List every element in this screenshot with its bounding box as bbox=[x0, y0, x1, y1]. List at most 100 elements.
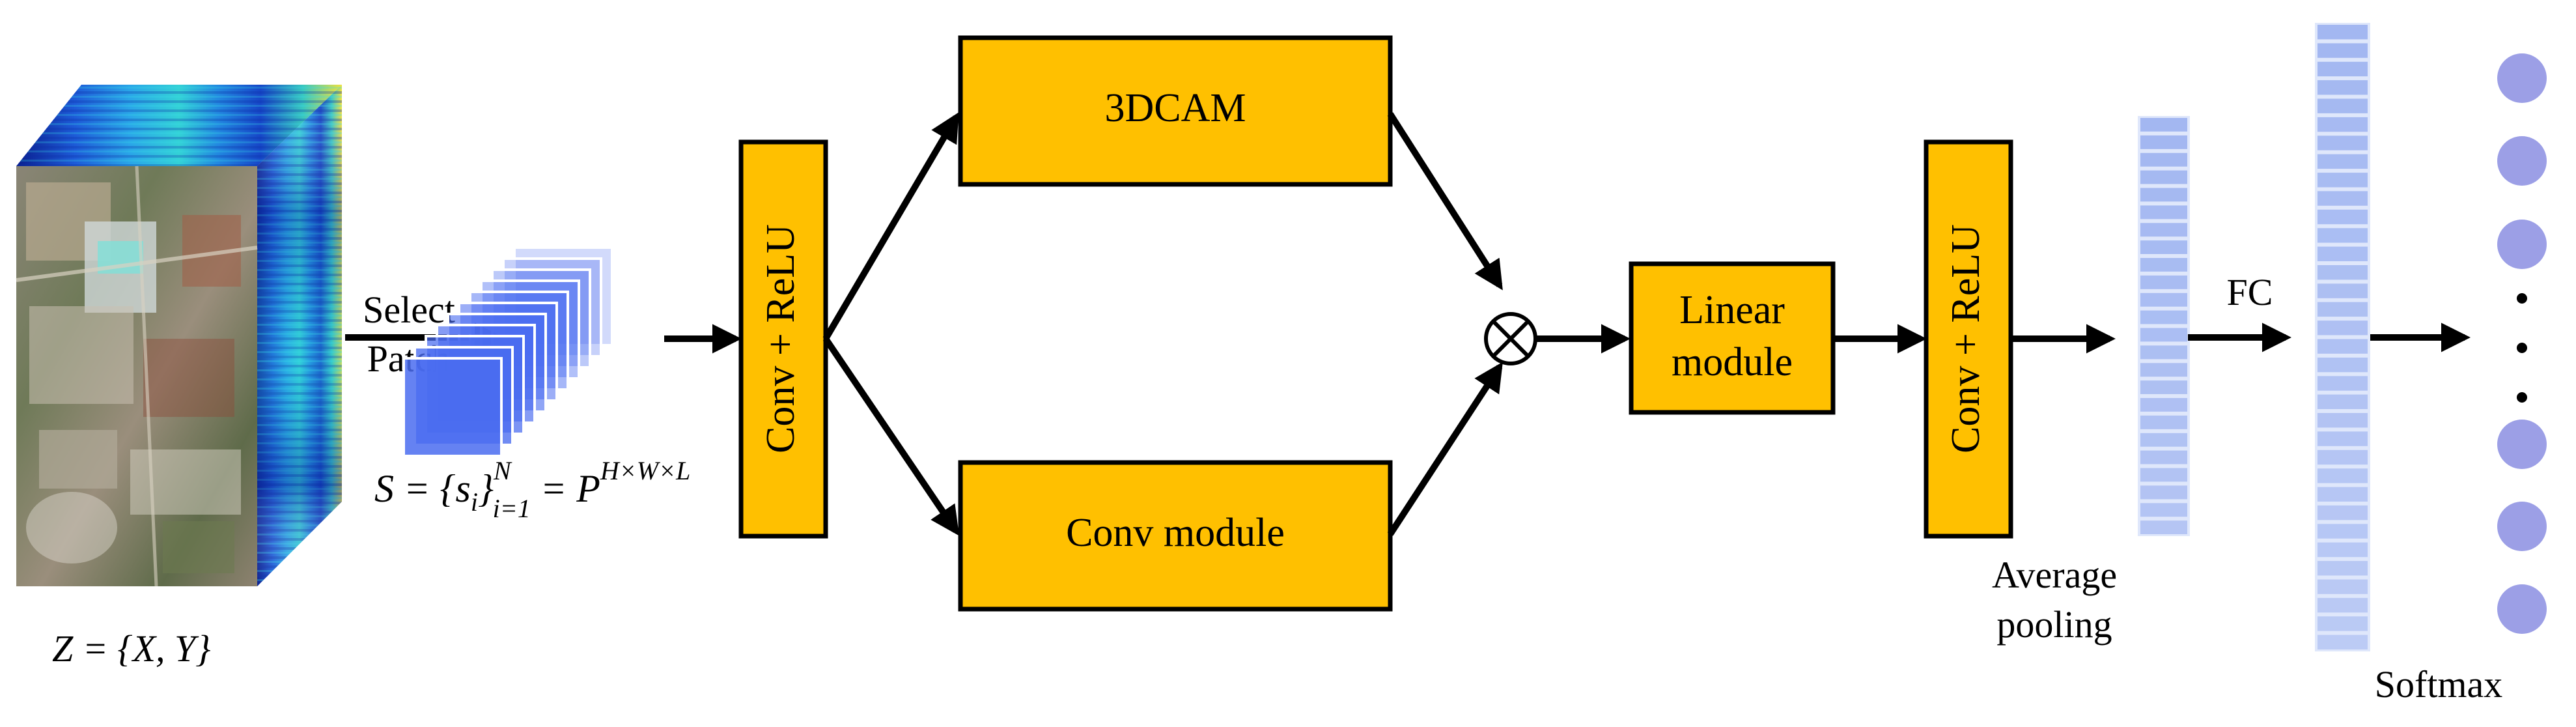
fc-cell bbox=[2317, 61, 2368, 77]
ellipsis-dot bbox=[2517, 293, 2527, 304]
formula-mid: = P bbox=[531, 467, 600, 510]
fc-cell bbox=[2317, 135, 2368, 150]
ellipsis-dot bbox=[2517, 343, 2527, 353]
fc-cell bbox=[2317, 394, 2368, 409]
formula-sub-range: i=1 bbox=[493, 494, 531, 523]
pooling-cell bbox=[2140, 118, 2187, 132]
fc-cell bbox=[2317, 43, 2368, 58]
fc-cell bbox=[2317, 616, 2368, 631]
cam-block bbox=[958, 35, 1393, 187]
linear-label-line2: module bbox=[1672, 340, 1793, 384]
dataset-formula: Z = {X, Y} bbox=[52, 627, 210, 670]
pooling-cell bbox=[2140, 275, 2187, 289]
pooling-frame bbox=[2138, 116, 2190, 536]
pooling-cell bbox=[2140, 503, 2187, 517]
linear-module-block bbox=[1629, 261, 1836, 415]
fc-cell bbox=[2317, 505, 2368, 520]
aerial-image bbox=[16, 165, 258, 587]
arrow-to-3dcam bbox=[822, 112, 959, 341]
fc-cell bbox=[2317, 302, 2368, 317]
fc-cell bbox=[2317, 173, 2368, 188]
arrow-to-conv-module bbox=[822, 337, 960, 536]
fc-cell bbox=[2317, 80, 2368, 95]
pooling-cell bbox=[2140, 152, 2187, 167]
fc-cell bbox=[2317, 449, 2368, 465]
fc-cell bbox=[2317, 117, 2368, 132]
fc-cell bbox=[2317, 154, 2368, 169]
pooling-cell bbox=[2140, 520, 2187, 534]
average-pooling-vector bbox=[2138, 116, 2190, 536]
fc-cell bbox=[2317, 98, 2368, 113]
output-node bbox=[2497, 420, 2547, 469]
pooling-cell bbox=[2140, 450, 2187, 464]
pooling-cell bbox=[2140, 433, 2187, 447]
ellipsis-dot bbox=[2517, 392, 2527, 403]
fc-vector bbox=[2315, 23, 2370, 651]
pooling-cell bbox=[2140, 468, 2187, 482]
fc-label: FC bbox=[2227, 271, 2273, 313]
pooling-cell bbox=[2140, 485, 2187, 500]
output-node bbox=[2497, 584, 2547, 634]
multiply-icon bbox=[1484, 312, 1537, 365]
fc-cell bbox=[2317, 524, 2368, 539]
pooling-cell bbox=[2140, 363, 2187, 377]
avg-pooling-label-line1: Average bbox=[1992, 554, 2117, 596]
fc-cell bbox=[2317, 413, 2368, 428]
pooling-cell bbox=[2140, 135, 2187, 149]
formula-sup-n: N bbox=[493, 456, 512, 485]
fc-cell bbox=[2317, 357, 2368, 373]
fc-cell bbox=[2317, 634, 2368, 649]
fc-cell bbox=[2317, 25, 2368, 40]
formula-close: } bbox=[478, 467, 494, 510]
formula-sup-dims: H×W×L bbox=[600, 456, 690, 485]
formula-s-main: S = {s bbox=[374, 467, 471, 510]
softmax-output-nodes bbox=[2497, 53, 2547, 634]
pooling-cell bbox=[2140, 328, 2187, 342]
fc-cell bbox=[2317, 542, 2368, 558]
output-node bbox=[2497, 136, 2547, 186]
arrow-3dcam-multiply bbox=[1387, 112, 1503, 291]
fc-cell bbox=[2317, 339, 2368, 354]
arrow-convmodule-multiply bbox=[1387, 362, 1503, 536]
output-node bbox=[2497, 502, 2547, 551]
pooling-cell bbox=[2140, 345, 2187, 360]
fc-cell bbox=[2317, 468, 2368, 483]
fc-cell bbox=[2317, 487, 2368, 502]
conv-relu-label-2: Conv + ReLU bbox=[1944, 224, 1988, 453]
pooling-cell bbox=[2140, 292, 2187, 307]
fc-cell bbox=[2317, 283, 2368, 298]
linear-label-line1: Linear bbox=[1679, 288, 1785, 332]
output-node bbox=[2497, 220, 2547, 269]
fc-cell bbox=[2317, 579, 2368, 594]
fc-cell bbox=[2317, 321, 2368, 335]
hyperspectral-cube bbox=[16, 85, 342, 587]
pooling-cell bbox=[2140, 415, 2187, 429]
fc-cell bbox=[2317, 191, 2368, 206]
pooling-cell bbox=[2140, 380, 2187, 394]
conv-relu-block-1 bbox=[738, 139, 828, 539]
conv-relu-label-1: Conv + ReLU bbox=[759, 224, 803, 453]
fc-cell bbox=[2317, 597, 2368, 613]
fc-cell bbox=[2317, 209, 2368, 225]
pooling-cell bbox=[2140, 398, 2187, 412]
fc-cell bbox=[2317, 431, 2368, 446]
fc-cell bbox=[2317, 228, 2368, 243]
conv-relu-block-2 bbox=[1924, 139, 2013, 539]
pooling-cell bbox=[2140, 205, 2187, 220]
patch-layer bbox=[402, 357, 503, 457]
pooling-cell bbox=[2140, 170, 2187, 184]
pooling-cell bbox=[2140, 188, 2187, 202]
formula-sub-i: i bbox=[471, 487, 478, 517]
output-node bbox=[2497, 53, 2547, 103]
conv-module-block bbox=[958, 460, 1393, 612]
fc-cell bbox=[2317, 561, 2368, 576]
fc-cell bbox=[2317, 265, 2368, 280]
pooling-cell bbox=[2140, 258, 2187, 272]
avg-pooling-label-line2: pooling bbox=[1996, 603, 2112, 646]
patch-stack bbox=[402, 246, 613, 457]
pooling-cell bbox=[2140, 223, 2187, 237]
pooling-cell bbox=[2140, 310, 2187, 324]
fc-cell bbox=[2317, 376, 2368, 391]
